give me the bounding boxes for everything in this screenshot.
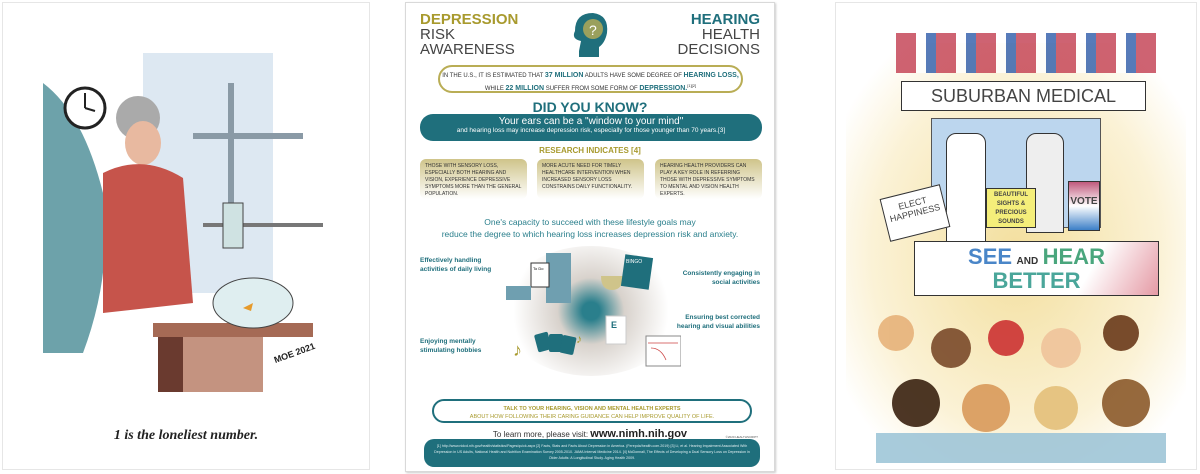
audiogram-icon <box>645 335 681 367</box>
see-hear-better-banner: SEE AND HEAR BETTER <box>914 241 1159 296</box>
suburban-medical-sign: SUBURBAN MEDICAL <box>901 81 1146 111</box>
cta-line-1: TALK TO YOUR HEARING, VISION AND MENTAL … <box>503 406 681 412</box>
stat-ref: [1][2] <box>687 83 697 88</box>
cartoon-caption: 1 is the loneliest number. <box>113 428 259 443</box>
title-right-line3: DECISIONS <box>677 41 760 58</box>
pill-main-text: Your ears can be a "window to your mind" <box>498 116 684 127</box>
stat-text: IN THE U.S., IT IS ESTIMATED THAT <box>442 73 545 79</box>
svg-text:E: E <box>611 320 617 330</box>
lifestyle-line-2: reduce the degree to which hearing loss … <box>441 229 739 239</box>
lifestyle-line-1: One's capacity to succeed with these lif… <box>484 217 696 227</box>
stat-depression: DEPRESSION. <box>639 85 688 92</box>
doctor-female <box>1026 133 1064 233</box>
lifestyle-icons: To Do BINGO ♪ ♪ E <box>506 253 681 367</box>
title-right-bold: HEARING <box>690 11 760 28</box>
nimh-link[interactable]: www.nimh.nih.gov <box>590 428 688 440</box>
stat-hearing-count: 37 MILLION <box>544 72 584 79</box>
cta-line-2: ABOUT HOW FOLLOWING THEIR CARING GUIDANC… <box>469 414 715 420</box>
research-box-1: THOSE WITH SENSORY LOSS, ESPECIALLY BOTH… <box>420 159 527 199</box>
goal-hobbies: Enjoying mentally stimulating hobbies <box>420 338 482 354</box>
vote-sign: VOTE <box>1068 181 1100 231</box>
references-band: [1] http://www.nidcd.nih.gov/health/stat… <box>424 439 760 467</box>
bingo-label: BINGO <box>626 259 642 265</box>
banner-hear: HEAR <box>1042 244 1105 269</box>
did-you-know-banner: Your ears can be a "window to your mind"… <box>420 114 762 141</box>
todo-label: To Do <box>533 266 544 271</box>
goal-daily-living: Effectively handling activities of daily… <box>420 257 492 273</box>
title-left: DEPRESSION RISK AWARENESS <box>420 12 518 57</box>
stat-text: ADULTS HAVE SOME DEGREE OF <box>583 73 684 79</box>
eye-chart-icon <box>605 315 627 345</box>
title-left-line3: AWARENESS <box>420 41 515 58</box>
svg-text:♪: ♪ <box>576 332 582 346</box>
copyright: ©2020 HEALTHSCRIPT <box>725 435 758 439</box>
banner-better: BETTER <box>992 268 1081 293</box>
cartoon-suburban-medical: SUBURBAN MEDICAL BEAUTIFUL SIGHTS & PREC… <box>835 2 1197 470</box>
cartoon-woman-at-window-illustration <box>43 53 323 392</box>
bingo-card-icon <box>620 254 654 290</box>
research-box-3: HEARING HEALTH PROVIDERS CAN PLAY A KEY … <box>655 159 762 199</box>
stat-depression-count: 22 MILLION <box>505 85 545 92</box>
statistic-box: IN THE U.S., IT IS ESTIMATED THAT 37 MIL… <box>438 65 743 93</box>
building-icon <box>546 253 571 303</box>
pill-sub-text: and hearing loss may increase depression… <box>456 127 726 134</box>
cartoon-loneliest-number: MOE 2021 1 is the loneliest number. <box>2 2 370 470</box>
bunting <box>896 33 1156 73</box>
doctor-male <box>946 133 986 243</box>
did-you-know-heading: DID YOU KNOW? <box>532 99 648 115</box>
goal-social-activities: Consistently engaging in social activiti… <box>682 270 760 286</box>
research-box-2: MORE ACUTE NEED FOR TIMELY HEALTHCARE IN… <box>537 159 644 199</box>
podium-sign: BEAUTIFUL SIGHTS & PRECIOUS SOUNDS <box>986 188 1036 228</box>
title-right-line2: HEALTH <box>701 26 760 43</box>
stat-hearing-loss: HEARING LOSS, <box>683 72 739 79</box>
todo-list-icon <box>530 262 550 288</box>
music-note-icon: ♪ <box>513 340 522 360</box>
stat-text: WHILE <box>484 86 506 92</box>
research-indicates-heading: RESEARCH INDICATES [4] <box>539 146 641 155</box>
title-left-bold: DEPRESSION <box>420 11 519 28</box>
stat-text: SUFFER FROM SOME FORM OF <box>544 86 640 92</box>
crowd-illustration <box>876 315 1166 463</box>
svg-text:?: ? <box>589 22 597 38</box>
infographic-depression-hearing: DEPRESSION RISK AWARENESS ? HEARING HEAL… <box>405 2 775 472</box>
lifestyle-statement: One's capacity to succeed with these lif… <box>406 216 774 240</box>
playing-cards-icon <box>534 331 577 355</box>
title-right: HEARING HEALTH DECISIONS <box>677 12 760 57</box>
coffee-cup-icon <box>601 276 623 290</box>
goal-hearing-vision: Ensuring best corrected hearing and visu… <box>676 314 760 330</box>
learn-more-text: To learn more, please visit: <box>492 430 591 439</box>
banner-see: SEE <box>968 244 1013 269</box>
house-icon <box>506 286 531 300</box>
talk-to-experts-box: TALK TO YOUR HEARING, VISION AND MENTAL … <box>432 399 752 423</box>
learn-more: To learn more, please visit: www.nimh.ni… <box>406 428 774 440</box>
banner-and: AND <box>1016 256 1039 267</box>
title-left-line2: RISK <box>420 26 456 43</box>
head-brain-icon: ? <box>573 13 608 57</box>
